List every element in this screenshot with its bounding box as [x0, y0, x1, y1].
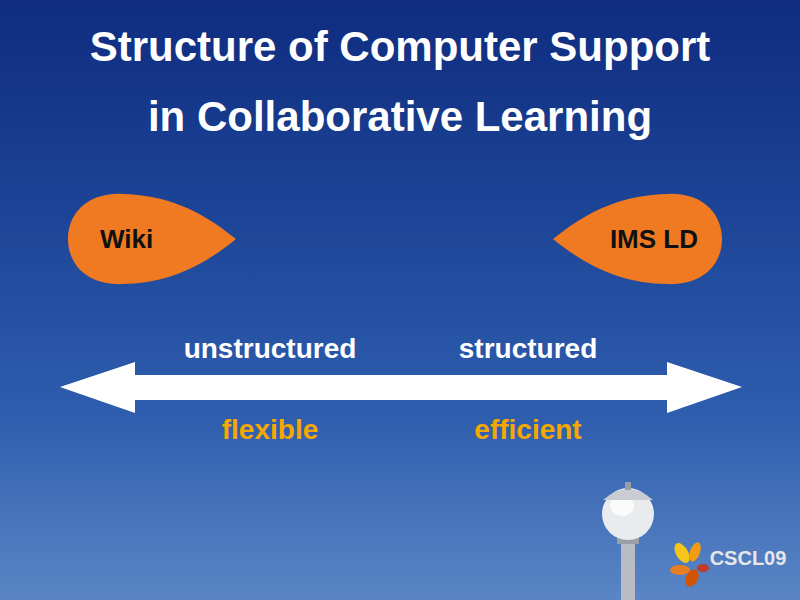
slide-title: Structure of Computer Support in Collabo… [70, 12, 730, 152]
node-label: Wiki [100, 224, 153, 255]
property-label: efficient [474, 414, 581, 446]
lamp-post [602, 482, 654, 600]
logo-text: CSCL09 [710, 547, 787, 570]
teardrop-shape: Wiki [68, 192, 236, 286]
scale-label: structured [459, 333, 597, 365]
conference-logo [670, 540, 709, 588]
property-label: flexible [222, 414, 318, 446]
blob-fill [68, 194, 236, 284]
teardrop-shape: IMS LD [553, 192, 722, 286]
blob-fill [553, 194, 722, 284]
node-label: IMS LD [610, 224, 698, 255]
double-arrow [60, 362, 742, 413]
scale-label: unstructured [184, 333, 357, 365]
